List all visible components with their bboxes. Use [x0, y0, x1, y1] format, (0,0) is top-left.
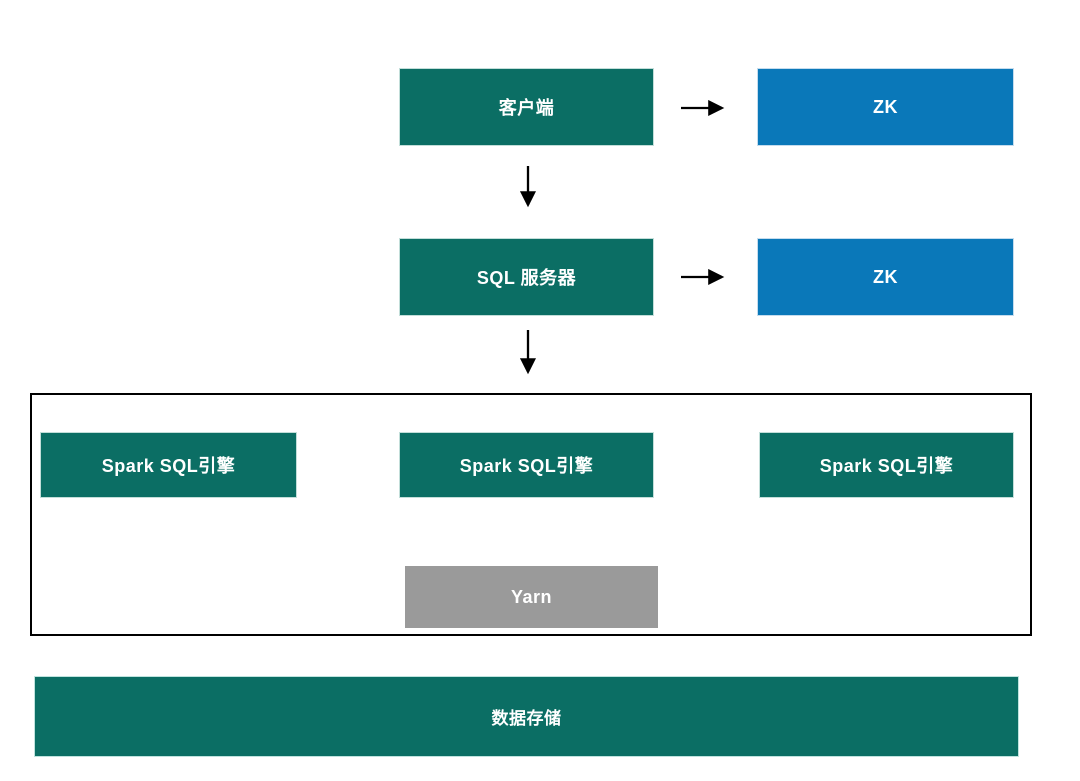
node-spark-engine-right: Spark SQL引擎: [760, 433, 1013, 497]
node-client-label: 客户端: [498, 98, 555, 118]
node-data-storage: 数据存储: [35, 677, 1018, 756]
node-yarn-label: Yarn: [510, 586, 553, 607]
node-data-storage-label: 数据存储: [491, 709, 562, 728]
node-spark-engine-left: Spark SQL引擎: [41, 433, 296, 497]
node-yarn: Yarn: [405, 566, 658, 628]
node-sql-server: SQL 服务器: [400, 239, 653, 315]
node-spark-engine-center: Spark SQL引擎: [400, 433, 653, 497]
node-zk-top: ZK: [758, 69, 1013, 145]
node-sql-server-label: SQL 服务器: [476, 268, 577, 288]
node-zk-middle-label: ZK: [873, 266, 898, 287]
node-spark-engine-left-label: Spark SQL引擎: [101, 456, 236, 476]
node-zk-top-label: ZK: [873, 96, 898, 117]
node-client: 客户端: [400, 69, 653, 145]
node-spark-engine-right-label: Spark SQL引擎: [819, 456, 954, 476]
node-spark-engine-center-label: Spark SQL引擎: [459, 456, 594, 476]
node-zk-middle: ZK: [758, 239, 1013, 315]
